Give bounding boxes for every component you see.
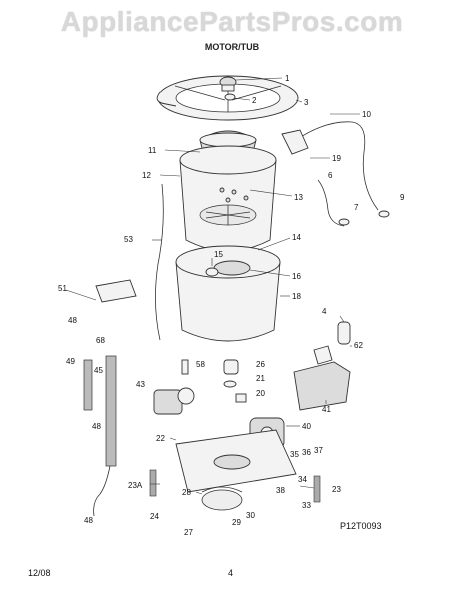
callout-15: 15 [214, 250, 223, 259]
callout-34: 34 [298, 475, 307, 484]
wash-basket [179, 145, 277, 252]
callout-13: 13 [294, 193, 303, 202]
callout-26: 26 [256, 360, 265, 369]
callout-45: 45 [94, 366, 103, 375]
misc-hardware [181, 359, 247, 403]
hose-clamp-9 [378, 210, 390, 218]
pulley-assembly [201, 486, 243, 511]
callout-68: 68 [96, 336, 105, 345]
callout-35: 35 [290, 450, 299, 459]
callout-1: 1 [285, 74, 290, 83]
callout-18: 18 [292, 292, 301, 301]
callout-33: 33 [302, 501, 311, 510]
hose-clamp-7 [338, 218, 350, 226]
drain-hose-6 [317, 179, 345, 227]
callout-28: 28 [182, 488, 191, 497]
callout-48a: 48 [68, 316, 77, 325]
callout-48b: 48 [92, 422, 101, 431]
bracket [95, 279, 137, 303]
callout-48c: 48 [84, 516, 93, 525]
callout-23: 23 [332, 485, 341, 494]
callout-41: 41 [322, 405, 331, 414]
fill-hose [281, 121, 379, 211]
base-frame [175, 429, 297, 493]
section-title: MOTOR/TUB [204, 42, 260, 52]
callout-37: 37 [314, 446, 323, 455]
callout-22: 22 [156, 434, 165, 443]
callout-21: 21 [256, 374, 265, 383]
callout-19: 19 [332, 154, 341, 163]
callout-labels: 1 2 3 10 11 19 12 6 9 7 13 53 14 15 16 1… [58, 74, 405, 537]
callout-3: 3 [304, 98, 309, 107]
watermark: AppliancePartsPros.com [60, 6, 404, 37]
callout-2: 2 [252, 96, 257, 105]
callout-53: 53 [124, 235, 133, 244]
callout-51: 51 [58, 284, 67, 293]
callout-6: 6 [328, 171, 333, 180]
leader-lines [65, 77, 360, 495]
callout-9: 9 [400, 193, 405, 202]
callout-7: 7 [354, 203, 359, 212]
agitator-bolt [224, 93, 236, 101]
motor-shield [293, 345, 351, 411]
callout-29: 29 [232, 518, 241, 527]
callout-58: 58 [196, 360, 205, 369]
tub-seal [213, 260, 251, 276]
revision-date: 12/08 [28, 568, 51, 578]
callout-30: 30 [246, 511, 255, 520]
callout-23A: 23A [128, 481, 143, 490]
agitator-cap [219, 76, 237, 92]
callout-4: 4 [322, 307, 327, 316]
callout-36: 36 [302, 448, 311, 457]
diagram-code: P12T0093 [340, 521, 382, 531]
callout-11: 11 [148, 146, 157, 155]
callout-12: 12 [142, 171, 151, 180]
callout-38: 38 [276, 486, 285, 495]
page-number: 4 [228, 568, 234, 578]
hub-nut [205, 267, 219, 277]
callout-40: 40 [302, 422, 311, 431]
callout-16: 16 [292, 272, 301, 281]
outer-tub [175, 245, 281, 342]
pump-connector [337, 321, 351, 345]
callout-20: 20 [256, 389, 265, 398]
callout-62: 62 [354, 341, 363, 350]
callout-43: 43 [136, 380, 145, 389]
standpipe-hoses [83, 355, 117, 517]
overflow-hose [155, 183, 164, 341]
callout-27: 27 [184, 528, 193, 537]
callout-49: 49 [66, 357, 75, 366]
drain-pump [153, 387, 195, 415]
callout-10: 10 [362, 110, 371, 119]
springs [149, 469, 321, 503]
basket-screws [219, 187, 249, 203]
callout-14: 14 [292, 233, 301, 242]
callout-24: 24 [150, 512, 159, 521]
